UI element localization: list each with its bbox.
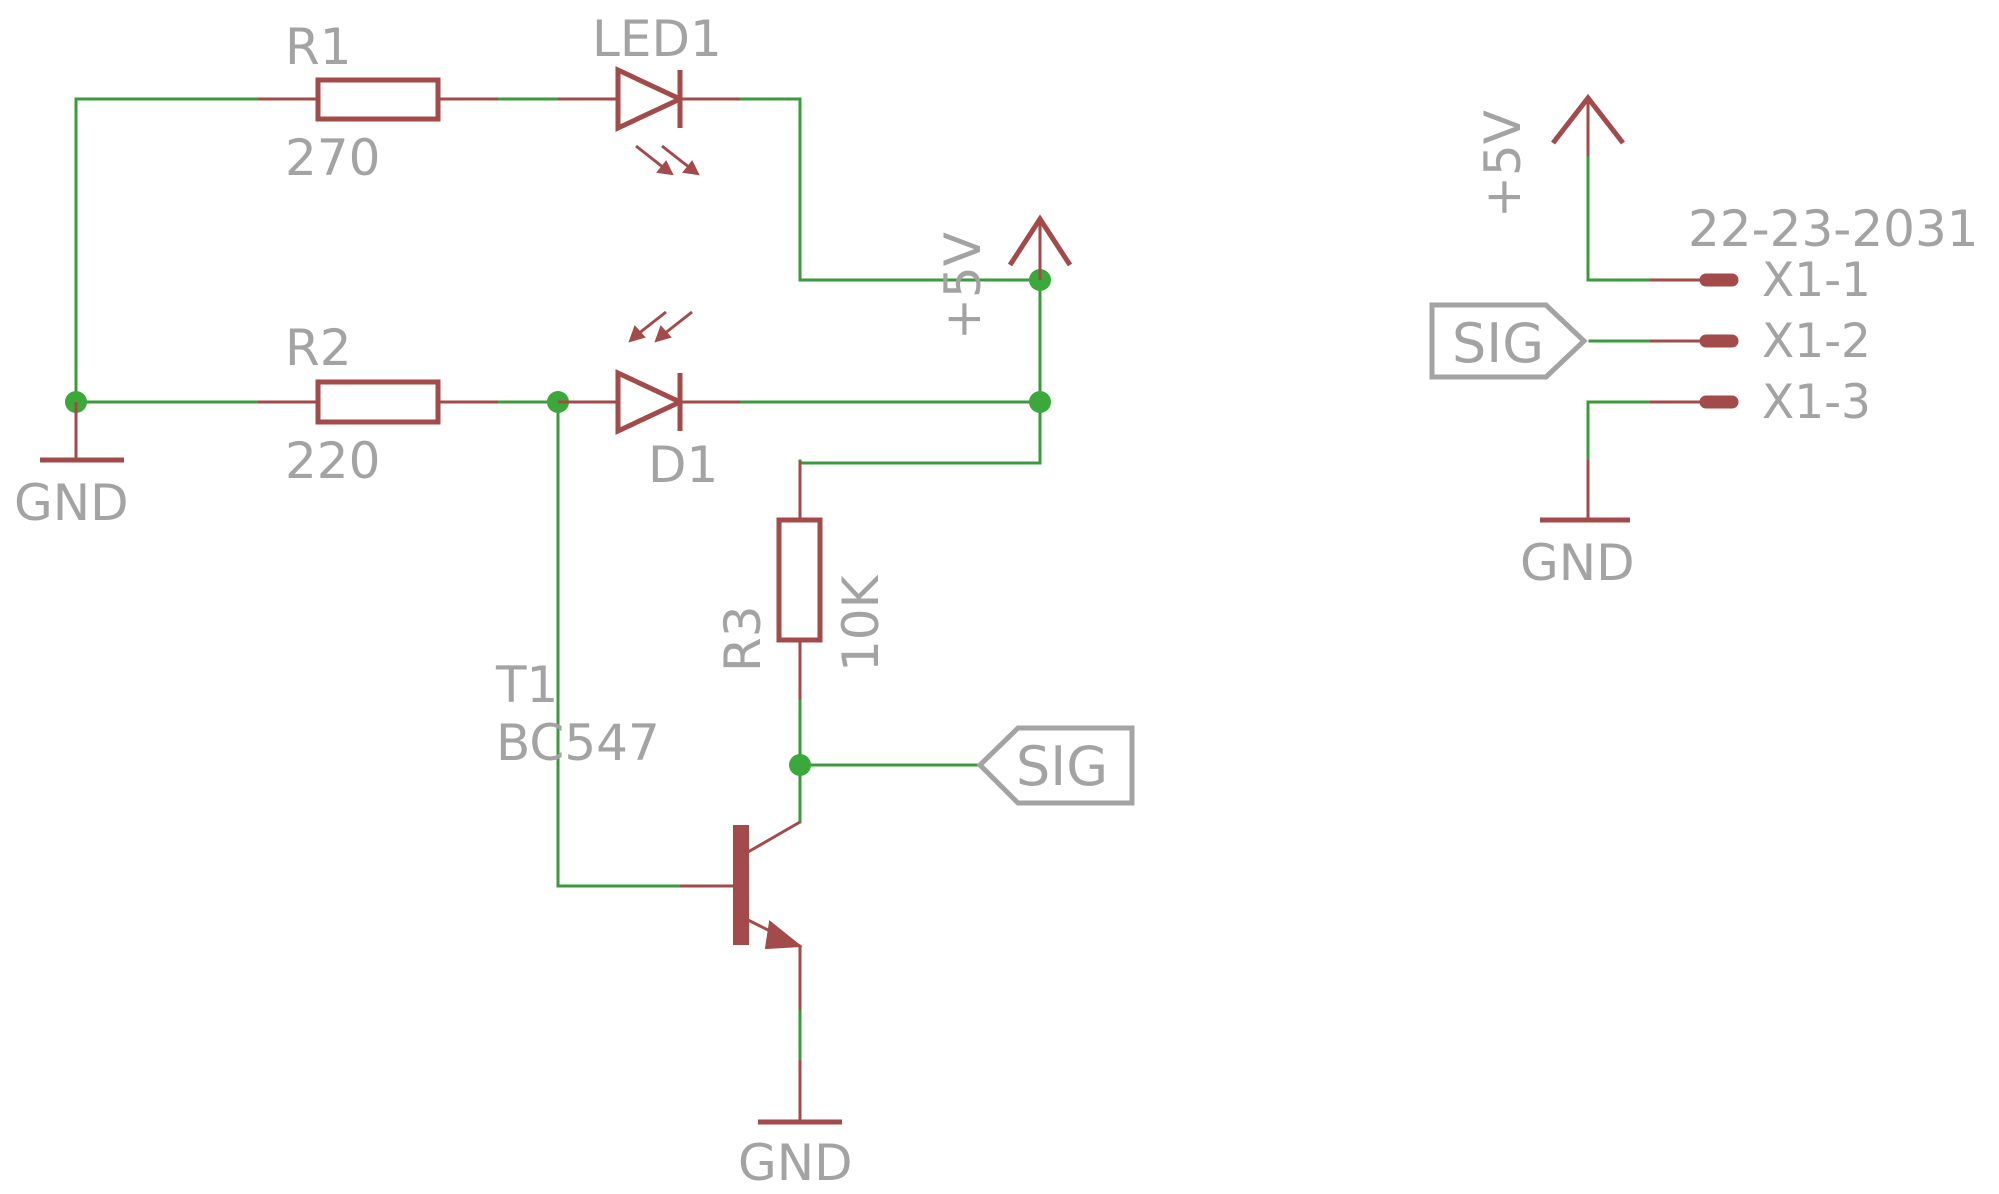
resistor-icon bbox=[315, 379, 441, 425]
t1-value-label: BC547 bbox=[496, 714, 660, 772]
r3-value-label: 10K bbox=[832, 574, 890, 672]
ground-emitter: GND bbox=[738, 1060, 853, 1192]
wires bbox=[74, 97, 1652, 1122]
net-label-icon bbox=[1429, 302, 1588, 380]
supply-arrow-icon bbox=[1551, 93, 1625, 145]
led1-emission-arrows bbox=[635, 144, 700, 176]
x1-pin2-label: X1-2 bbox=[1762, 314, 1871, 369]
resistor-r3[interactable]: R3 10K bbox=[714, 461, 890, 700]
supply-mid: +5V bbox=[934, 214, 1073, 340]
transistor-t1[interactable]: T1 BC547 bbox=[495, 656, 803, 1010]
r2-value-label: 220 bbox=[285, 432, 380, 490]
t1-name-label: T1 bbox=[495, 656, 558, 714]
led1-name-label: LED1 bbox=[592, 10, 722, 68]
junction-collector bbox=[789, 754, 811, 776]
ground-connector: GND bbox=[1520, 460, 1635, 592]
wire-x1-1 bbox=[1586, 154, 1652, 282]
photodiode-d1[interactable]: D1 bbox=[558, 310, 740, 494]
x1-pin3-label: X1-3 bbox=[1762, 375, 1871, 430]
net-label-sig-connector[interactable]: SIG bbox=[1429, 302, 1588, 380]
wire-led1-to-vcc bbox=[738, 97, 1042, 282]
resistor-icon bbox=[315, 77, 441, 122]
wire-vcc-vertical bbox=[798, 278, 1042, 465]
connector-x1[interactable]: 22-23-2031 X1-1 X1-2 X1-3 bbox=[1650, 200, 1979, 430]
led-led1[interactable]: LED1 bbox=[558, 10, 740, 176]
ground-emitter-label: GND bbox=[738, 1134, 853, 1192]
junctions bbox=[65, 269, 1051, 776]
t1-collector-lead bbox=[747, 820, 801, 854]
npn-transistor-icon bbox=[733, 825, 749, 945]
supply-connector-label: +5V bbox=[1474, 110, 1532, 218]
wire-base bbox=[556, 400, 682, 888]
r1-value-label: 270 bbox=[285, 129, 380, 187]
x1-pin1-label: X1-1 bbox=[1762, 253, 1871, 308]
resistor-icon bbox=[776, 517, 823, 643]
wire-gnd-to-r1 bbox=[74, 97, 260, 402]
r1-name-label: R1 bbox=[285, 18, 352, 76]
net-label-sig-main[interactable]: SIG bbox=[976, 725, 1135, 806]
r3-name-label: R3 bbox=[714, 605, 772, 672]
wire-x1-3 bbox=[1586, 400, 1652, 462]
ground-connector-label: GND bbox=[1520, 534, 1635, 592]
junction-vcc-mid bbox=[1029, 391, 1051, 413]
photodiode-icon bbox=[615, 369, 686, 435]
r2-name-label: R2 bbox=[285, 319, 352, 377]
resistor-r2[interactable]: R2 220 bbox=[258, 319, 498, 490]
supply-arrow-icon bbox=[1007, 214, 1073, 267]
t1-emitter-arrow bbox=[764, 920, 803, 950]
supply-connector: +5V bbox=[1474, 93, 1625, 218]
ground-left: GND bbox=[14, 402, 129, 532]
led-icon bbox=[615, 66, 686, 132]
x1-value-label: 22-23-2031 bbox=[1688, 200, 1979, 258]
net-label-icon bbox=[976, 725, 1135, 806]
d1-incident-arrows bbox=[628, 310, 693, 343]
ground-left-label: GND bbox=[14, 474, 129, 532]
resistor-r1[interactable]: R1 270 bbox=[258, 18, 498, 187]
net-label-sig-connector-text: SIG bbox=[1452, 312, 1544, 375]
supply-mid-label: +5V bbox=[934, 232, 992, 340]
net-label-sig-main-text: SIG bbox=[1016, 735, 1108, 798]
d1-name-label: D1 bbox=[648, 436, 718, 494]
